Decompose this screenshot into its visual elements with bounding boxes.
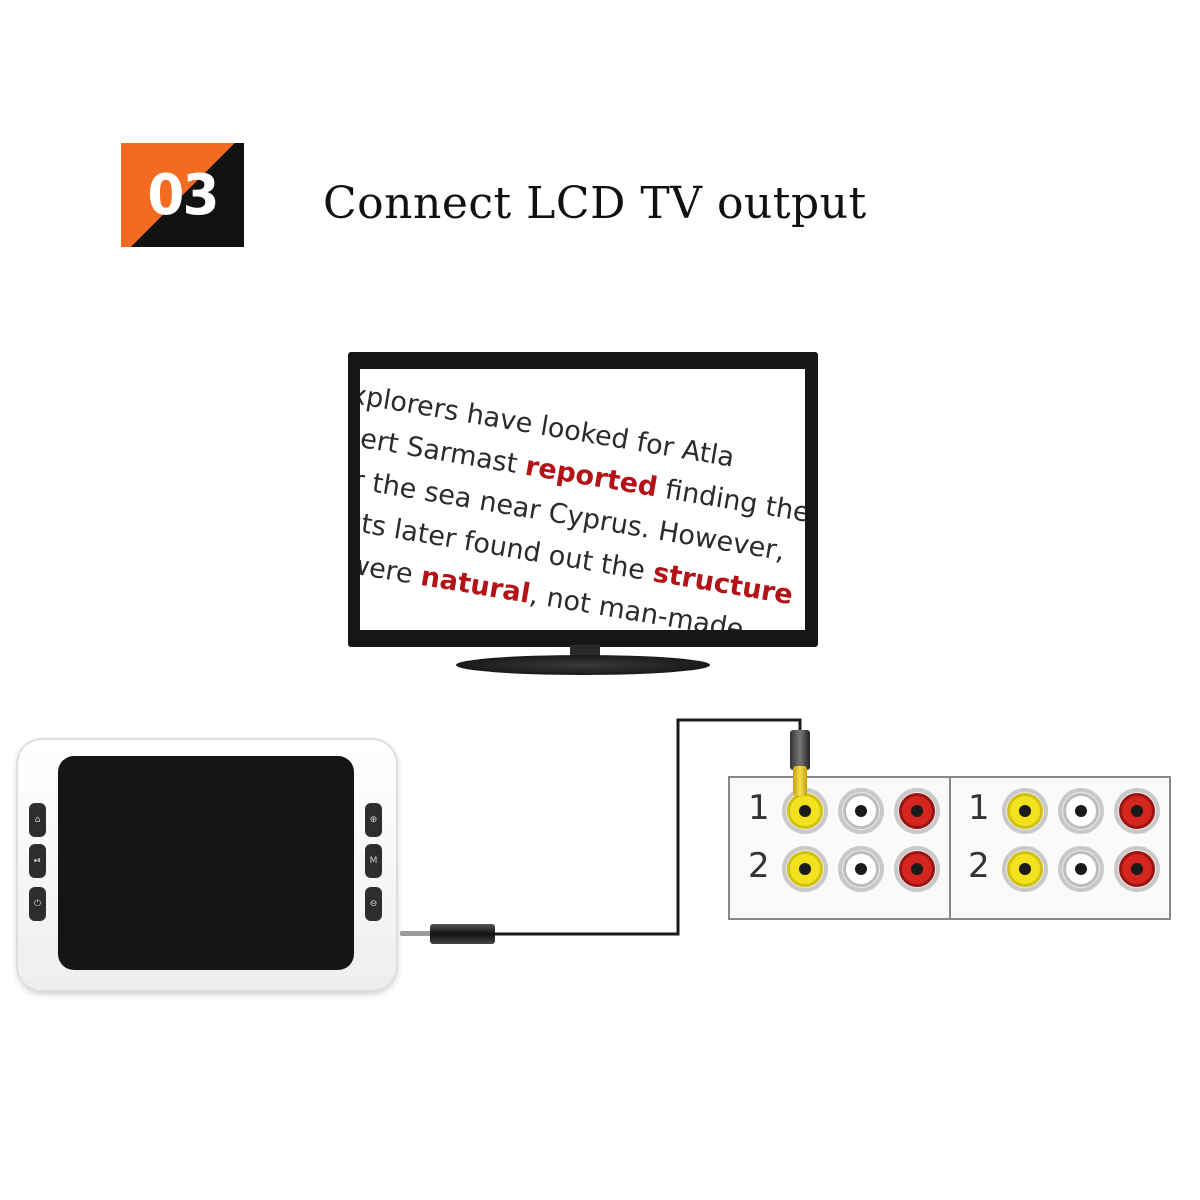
audio-jack-tip [400,931,432,936]
handheld-magnifier-device: ⌂ ⏯ ⏻ ⊕ M ⊖ [18,740,396,990]
step-badge: 03 [121,143,244,247]
page-title: Connect LCD TV output [323,178,867,229]
play-pause-button: ⏯ [29,844,46,878]
power-button: ⏻ [29,887,46,921]
av-row-label: 2 [748,846,770,886]
av-panel-divider [949,778,951,918]
rca-jack-white [838,846,884,892]
av-row-label: 2 [968,846,990,886]
zoom-in-button: ⊕ [365,803,382,837]
device-screen [58,756,354,970]
rca-jack-red [894,788,940,834]
rca-jack-red [1114,846,1160,892]
rca-jack-yellow [1002,846,1048,892]
rca-plug-yellow [793,766,807,796]
zoom-out-button: ⊖ [365,887,382,921]
tv-stand-base [456,655,710,675]
rca-jack-white [838,788,884,834]
rca-jack-red [1114,788,1160,834]
rca-jack-white [1058,788,1104,834]
rca-jack-yellow [782,846,828,892]
rca-jack-white [1058,846,1104,892]
home-button: ⌂ [29,803,46,837]
av-input-panel: 1 2 1 2 [728,776,1171,920]
av-row-label: 1 [748,788,770,828]
rca-jack-red [894,846,940,892]
audio-jack-plug [430,924,495,944]
step-number: 03 [147,162,219,228]
rca-jack-yellow [1002,788,1048,834]
mode-button: M [365,844,382,878]
rca-plug-body [790,730,810,770]
av-row-label: 1 [968,788,990,828]
